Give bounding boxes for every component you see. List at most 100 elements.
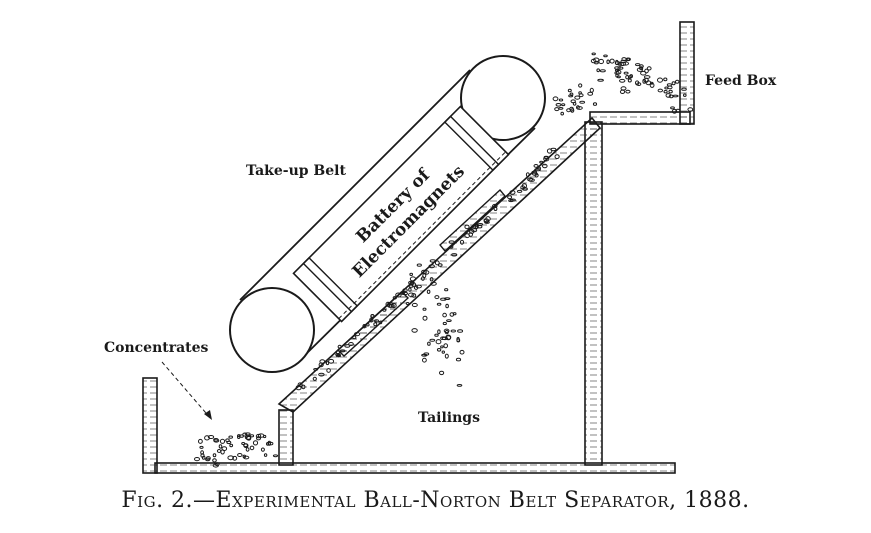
- ore-particle: [227, 455, 234, 461]
- ore-particle: [442, 312, 447, 318]
- ore-particle: [550, 147, 557, 152]
- ore-particle: [534, 173, 539, 178]
- ore-particle: [464, 224, 470, 230]
- ore-particle: [242, 454, 247, 459]
- deflector-upper: [439, 188, 506, 253]
- ore-particle: [558, 107, 564, 110]
- ore-particle: [493, 206, 498, 211]
- ore-particle: [429, 259, 436, 263]
- ore-particle: [643, 77, 649, 83]
- ore-particle: [422, 315, 428, 321]
- ore-particle: [522, 187, 528, 191]
- ore-particle: [619, 61, 626, 67]
- ore-particle: [436, 348, 442, 352]
- ore-particle: [362, 324, 367, 329]
- ore-particle: [354, 332, 361, 337]
- ore-particle: [409, 281, 415, 286]
- ore-particle: [218, 444, 223, 449]
- ore-particle: [401, 291, 408, 296]
- ore-particle: [597, 78, 604, 82]
- ore-particle: [445, 303, 449, 309]
- ore-particle: [442, 321, 447, 326]
- ore-particle: [525, 172, 530, 178]
- tailings-label: Tailings: [418, 410, 480, 426]
- ore-particle: [444, 353, 449, 359]
- ore-particle: [649, 81, 654, 85]
- ore-particle: [627, 78, 632, 83]
- ore-particle: [681, 87, 687, 91]
- ore-particle: [448, 240, 455, 244]
- ore-particle: [373, 322, 378, 327]
- ore-particle: [325, 361, 330, 366]
- ore-particle: [213, 438, 220, 443]
- ore-particle: [435, 339, 442, 345]
- ore-particle: [301, 384, 306, 390]
- ore-particle: [539, 160, 544, 164]
- ore-particle: [649, 82, 655, 88]
- ore-particle: [587, 91, 594, 96]
- ore-particle: [326, 368, 331, 373]
- ore-particle: [228, 435, 233, 439]
- ore-particle: [614, 71, 620, 75]
- ore-particle: [256, 436, 261, 441]
- ore-particle: [411, 328, 418, 333]
- ore-particle: [312, 376, 317, 381]
- ore-particle: [663, 90, 668, 94]
- ore-particle: [617, 66, 624, 70]
- ore-particle: [229, 443, 234, 448]
- ore-particle: [567, 88, 572, 93]
- ore-particle: [344, 344, 351, 348]
- concentrates-bin-wall: [142, 377, 158, 474]
- ore-particle: [476, 225, 483, 229]
- ore-particle: [542, 163, 548, 169]
- ore-particle: [657, 88, 663, 93]
- ore-particle: [395, 292, 402, 298]
- ore-particle: [672, 94, 679, 98]
- ore-particle: [439, 370, 445, 376]
- ore-particle: [664, 86, 669, 90]
- ore-particle: [352, 335, 357, 340]
- ore-particle: [635, 63, 641, 67]
- ore-particle: [670, 106, 675, 110]
- ore-particle: [416, 263, 422, 267]
- ore-particle: [337, 344, 342, 349]
- ore-particle: [534, 168, 541, 172]
- ore-particle: [665, 93, 672, 98]
- ore-particle: [378, 320, 383, 325]
- ore-particle: [636, 67, 644, 72]
- ore-particle: [483, 218, 489, 224]
- ore-particle: [428, 264, 435, 269]
- ore-particle: [339, 349, 346, 353]
- ore-particle: [509, 198, 516, 202]
- ore-particle: [619, 78, 626, 83]
- take-up-belt-label: Take-up Belt: [246, 163, 346, 179]
- ore-particle: [596, 68, 601, 73]
- ore-particle: [444, 330, 449, 335]
- ore-particle: [579, 100, 586, 104]
- ore-particle: [568, 94, 574, 98]
- ore-particle: [603, 54, 608, 58]
- ore-particle: [415, 284, 422, 289]
- ore-particle: [212, 463, 219, 468]
- ore-particle: [468, 232, 474, 237]
- ore-particle: [558, 98, 564, 102]
- ore-particle: [336, 354, 341, 358]
- upper-support-post: [584, 121, 603, 466]
- lower-support-post: [278, 409, 294, 466]
- deflector-lower: [336, 291, 410, 357]
- ore-particle: [219, 438, 226, 444]
- ore-particle: [295, 385, 302, 391]
- ore-particle: [262, 434, 267, 439]
- ore-particle: [456, 384, 463, 387]
- ore-particle: [434, 333, 439, 337]
- ore-particle: [509, 190, 516, 195]
- ore-particle: [666, 83, 673, 87]
- ore-particle: [663, 77, 668, 82]
- ore-particle: [668, 89, 673, 94]
- ore-particle: [614, 66, 621, 70]
- ore-particle: [683, 93, 687, 97]
- ore-particle: [671, 108, 678, 114]
- concentrates-pointer: [161, 361, 213, 421]
- figure-caption: Fig. 2.—Experimental Ball-Norton Belt Se…: [121, 488, 750, 513]
- ore-particle: [592, 102, 598, 106]
